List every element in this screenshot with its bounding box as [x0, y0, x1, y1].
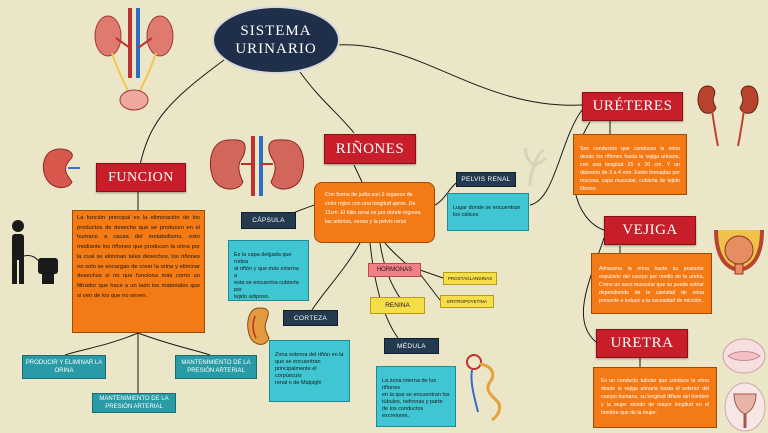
nephron-icon	[466, 354, 502, 422]
capsula-label-text: CÁPSULA	[252, 217, 285, 224]
uretra-heading: URETRA	[596, 329, 688, 358]
kidneys-illustration	[209, 136, 305, 196]
vejiga-heading: VEJIGA	[604, 216, 696, 245]
funcion-item-3-label: MANTENIMIENTO DE LA PRESIÓN ARTERIAL	[99, 396, 169, 410]
corteza-label: CORTEZA	[283, 310, 338, 326]
capsula-description-text: Es la capa delgada que rodea al riñón y …	[234, 252, 299, 300]
uretra-description-text: Es un conducto tubular que conduce la or…	[601, 378, 709, 416]
medula-description: La zona interna de los riñones en la que…	[376, 366, 456, 427]
funcion-item-2-label: MANTENIMIENTO DE LA PRESIÓN ARTERIAL	[181, 360, 251, 374]
hormona-eritropoyetina-text: ERITROPOYETINA	[447, 299, 487, 304]
pelvis-renal-label: PELVIS RENAL	[456, 172, 516, 187]
pelvis-renal-description: Lugar donde se encuentran los cálices	[447, 193, 529, 231]
capsula-label: CÁPSULA	[241, 212, 296, 229]
uretra-heading-label: URETRA	[610, 335, 674, 351]
corteza-description: Zona externa del riñón en la que se encu…	[269, 340, 350, 402]
bladder-illustration	[714, 229, 764, 275]
funcion-heading: FUNCION	[96, 163, 186, 192]
medula-label: MÉDULA	[384, 338, 439, 354]
person-toilet-icon	[12, 220, 58, 284]
capsula-description: Es la capa delgada que rodea al riñón y …	[228, 240, 309, 301]
vejiga-description-text: Almacena la orina hasta su posterior exp…	[599, 266, 704, 304]
corteza-description-text: Zona externa del riñón en la que se encu…	[275, 352, 344, 386]
hormona-prostaglandinas-text: PROSTAGLANDINAS	[447, 276, 493, 281]
pelvis-renal-description-text: Lugar donde se encuentran los cálices	[453, 205, 521, 218]
rinones-description-text: Con forma de judía son 2 órganos de colo…	[325, 192, 421, 225]
rinones-description: Con forma de judía son 2 órganos de colo…	[314, 182, 435, 243]
renina-label-text: RENINA	[385, 302, 410, 309]
ureteres-description-text: Son conductos que conducen la orina desd…	[580, 146, 680, 192]
hormonas-label: HORMONAS	[368, 263, 421, 277]
ureters-illustration	[697, 85, 759, 147]
uretra-description: Es un conducto tubular que conduce la or…	[593, 367, 717, 428]
funcion-item-3: MANTENIMIENTO DE LA PRESIÓN ARTERIAL	[92, 393, 176, 413]
rinones-heading: RIÑONES	[324, 134, 416, 164]
kidney-section-icon	[247, 307, 270, 345]
renal-pelvis-icon	[524, 147, 546, 187]
vejiga-description: Almacena la orina hasta su posterior exp…	[591, 253, 712, 314]
main-title-line1: SISTEMA	[240, 23, 312, 39]
urethra-anatomy-illustration	[724, 382, 766, 432]
kidney-icon-small	[42, 148, 80, 188]
ureteres-heading: URÉTERES	[582, 92, 683, 121]
pelvis-renal-label-text: PELVIS RENAL	[461, 176, 511, 183]
medula-description-text: La zona interna de los riñones en la que…	[382, 378, 450, 419]
funcion-item-1: PRODUCIR Y ELIMINAR LA ORINA	[22, 355, 106, 379]
corteza-label-text: CORTEZA	[293, 314, 328, 322]
main-title: SISTEMA URINARIO	[212, 6, 340, 74]
funcion-description: La función principal es la eliminación d…	[72, 210, 205, 333]
hormonas-label-text: HORMONAS	[376, 267, 413, 273]
funcion-item-2: MANTENIMIENTO DE LA PRESIÓN ARTERIAL	[175, 355, 257, 379]
ureteres-heading-label: URÉTERES	[592, 98, 673, 114]
hormona-prostaglandinas: PROSTAGLANDINAS	[443, 272, 497, 285]
urethra-tissue-illustration	[722, 338, 766, 374]
medula-label-text: MÉDULA	[397, 342, 426, 350]
renina-label: RENINA	[370, 297, 425, 314]
rinones-heading-label: RIÑONES	[335, 140, 405, 157]
funcion-description-text: La función principal es la eliminación d…	[77, 215, 200, 299]
hormona-eritropoyetina: ERITROPOYETINA	[440, 295, 494, 308]
main-title-line2: URINARIO	[235, 41, 317, 57]
funcion-item-1-label: PRODUCIR Y ELIMINAR LA ORINA	[25, 360, 103, 374]
ureteres-description: Son conductos que conducen la orina desd…	[573, 134, 687, 195]
funcion-heading-label: FUNCION	[108, 169, 174, 185]
urinary-system-illustration	[94, 8, 174, 111]
vejiga-heading-label: VEJIGA	[622, 222, 678, 238]
